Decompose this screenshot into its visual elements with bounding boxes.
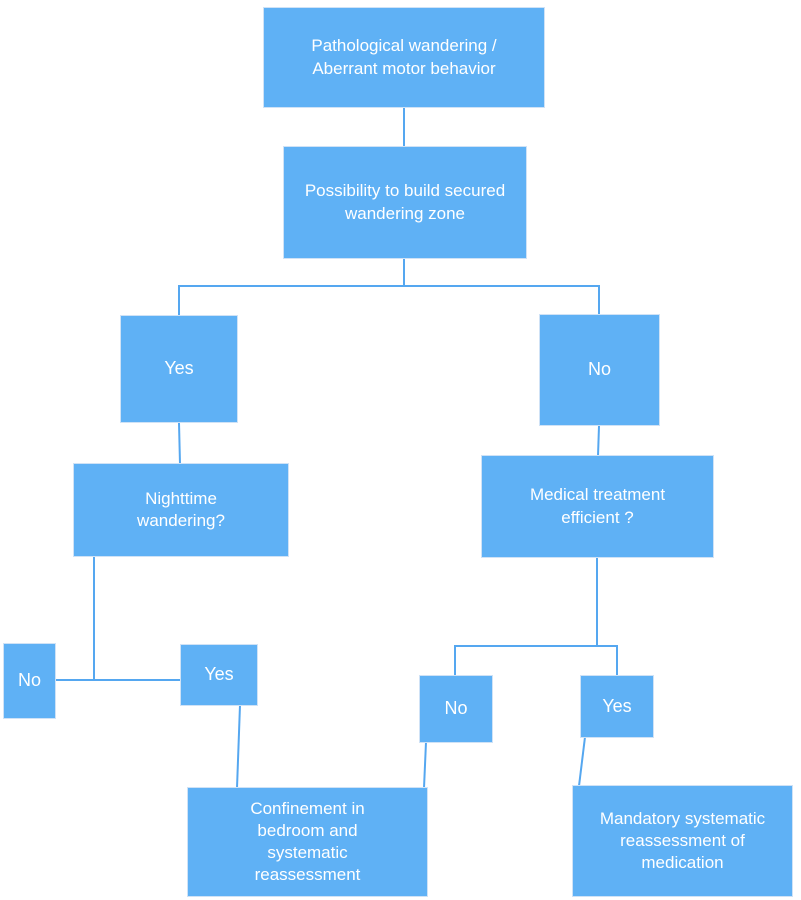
node-label: Yes xyxy=(602,695,632,716)
node-medical-yes: Yes xyxy=(580,675,654,738)
node-secured-wandering-zone: Possibility to build secured wandering z… xyxy=(283,146,527,259)
node-zone-yes: Yes xyxy=(120,315,238,423)
node-medical-no: No xyxy=(419,675,493,743)
node-label: Medical treatment efficient ? xyxy=(529,485,666,527)
node-label: Confinement in bedroom and systematic re… xyxy=(250,798,365,885)
node-nighttime-no: No xyxy=(3,643,56,719)
node-mandatory-reassessment: Mandatory systematic reassessment of med… xyxy=(572,785,793,897)
node-label: Pathological wandering / Aberrant motor … xyxy=(311,36,497,78)
node-zone-no: No xyxy=(539,314,660,426)
node-pathological-wandering: Pathological wandering / Aberrant motor … xyxy=(263,7,545,108)
node-label: No xyxy=(587,359,611,380)
connector-nightyes-confinement xyxy=(236,704,241,789)
node-label: No xyxy=(444,698,468,719)
node-label: Nighttime wandering? xyxy=(137,488,225,530)
connector-zoneyes-nighttime xyxy=(178,422,181,465)
node-confinement: Confinement in bedroom and systematic re… xyxy=(187,787,428,897)
node-label: Mandatory systematic reassessment of med… xyxy=(599,808,766,873)
connector-medyes-reassessment xyxy=(578,736,586,787)
node-label: Yes xyxy=(164,358,194,379)
node-nighttime-wandering: Nighttime wandering? xyxy=(73,463,289,557)
node-label: No xyxy=(17,670,41,691)
connector-medno-confinement xyxy=(423,741,427,789)
connector-zoneno-medical xyxy=(597,425,600,457)
node-nighttime-yes: Yes xyxy=(180,644,258,706)
node-label: Yes xyxy=(204,664,234,685)
node-label: Possibility to build secured wandering z… xyxy=(304,181,506,223)
node-medical-treatment: Medical treatment efficient ? xyxy=(481,455,714,558)
